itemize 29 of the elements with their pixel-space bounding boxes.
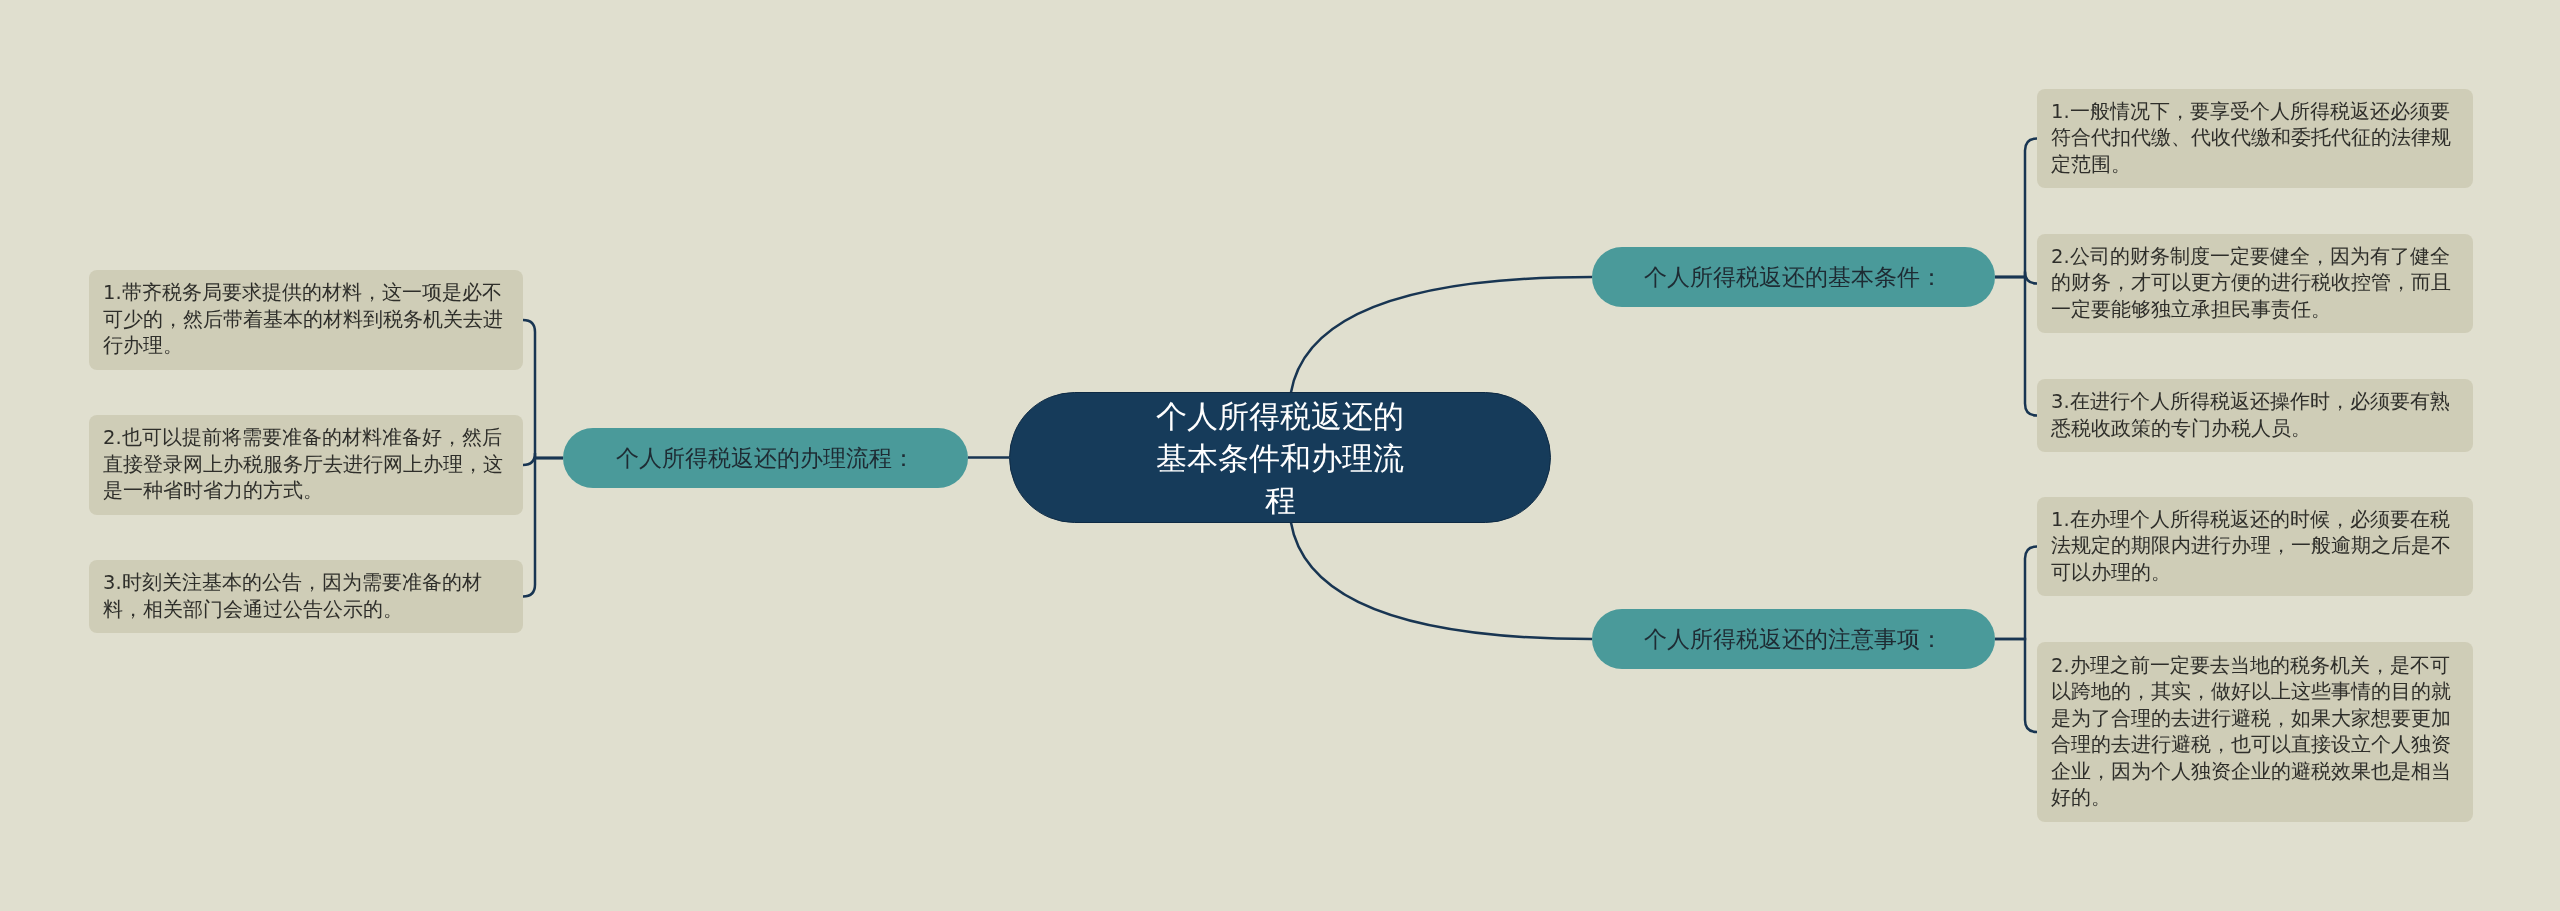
note-card [89,560,523,633]
branch-topic-pill [1592,247,1995,307]
node-text: 3.在进行个人所得税返还操作时，必须要有熟悉税收政策的专门办税人员。 [2051,389,2451,442]
node-text: 1.一般情况下，要享受个人所得税返还必须要符合代扣代缴、代收代缴和委托代征的法律规定范围。 [2051,98,2452,178]
note-card [2037,89,2473,188]
node-text: 2.办理之前一定要去当地的税务机关，是不可以跨地的，其实，做好以上这些事情的目的就是为了合理的去进行避税，如果大家想要更加合理的去进行避税，也可以直接设立个人独资企业，因为个人独资企业的避税效果也是相当好的。 [2051,652,2452,811]
node-text: 个人所得税返还的基本条件： [1644,263,1943,292]
node-text: 个人所得税返还的注意事项： [1644,625,1943,654]
note-card [2037,379,2473,452]
connector-line [1289,275,1593,394]
note-card [2037,497,2473,596]
node-text: 2.也可以提前将需要准备的材料准备好，然后直接登录网上办税服务厅去进行网上办理，这是一种省时省力的方式。 [103,425,504,505]
branch-topic-pill [1592,609,1995,669]
note-card [89,415,523,515]
branch-topic-pill [563,428,968,488]
connector-line [522,456,563,598]
node-text: 3.时刻关注基本的公告，因为需要准备的材料，相关部门会通过公告公示的。 [103,570,483,623]
note-card [2037,234,2473,333]
node-text: 个人所得税返还的办理流程： [616,444,915,473]
connector-line [968,456,1009,459]
connector-line [1289,521,1593,641]
note-card [2037,642,2473,822]
connector-line [1995,637,2038,734]
node-text: 1.在办理个人所得税返还的时候，必须要在税法规定的期限内进行办理，一般逾期之后是不可以办理的。 [2051,506,2452,586]
node-text: 1.带齐税务局要求提供的材料，这一项是必不可少的，然后带着基本的材料到税务机关去进行办理。 [103,280,504,360]
connector-line [1995,275,2038,417]
node-text: 2.公司的财务制度一定要健全，因为有了健全的财务，才可以更方便的进行税收控管，而且一定要能够独立承担民事责任。 [2051,243,2452,323]
node-text: 个人所得税返还的基本条件和办理流程 [1155,396,1405,520]
note-card [89,270,523,370]
